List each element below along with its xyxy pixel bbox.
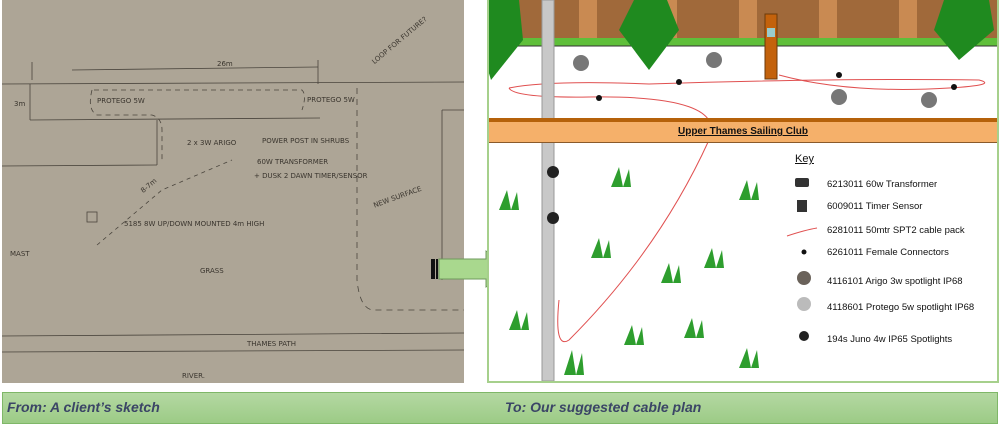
key-title: Key: [795, 153, 814, 165]
cable-plan: Upper Thames Sailing Club Key 6213011 60…: [487, 0, 999, 383]
plan-drawing: [489, 0, 997, 381]
mast-pole: [541, 0, 555, 381]
key-item-cable: 6281011 50mtr SPT2 cable pack: [827, 225, 965, 236]
note-loop: LOOP FOR FUTURE?: [370, 15, 428, 66]
client-sketch-photo: 26m 3m PROTEGO 5W PROTEGO 5W LOOP FOR FU…: [2, 0, 464, 383]
note-protego-left: PROTEGO 5W: [97, 97, 145, 105]
note-transformer: 60W TRANSFORMER: [257, 158, 328, 166]
note-path: THAMES PATH: [246, 340, 296, 348]
cable-icon: [786, 227, 818, 237]
timer-sensor-icon: [797, 200, 807, 212]
caption-from: From: A client’s sketch: [7, 399, 160, 415]
key-item-connectors: 6261011 Female Connectors: [827, 247, 949, 258]
note-mast: MAST: [10, 250, 30, 258]
note-arigo: 2 x 3W ARIGO: [187, 139, 237, 147]
spotlight-icon: [547, 52, 937, 224]
note-distance: 8-7m: [139, 177, 158, 195]
sketch-drawing: 26m 3m PROTEGO 5W PROTEGO 5W LOOP FOR FU…: [2, 15, 464, 380]
connector-icon: [801, 249, 807, 255]
note-river: RIVER.: [182, 372, 205, 380]
tree-icon: [489, 0, 994, 80]
note-power-post: POWER POST IN SHRUBS: [262, 137, 350, 145]
note-timer: + DUSK 2 DAWN TIMER/SENSOR: [254, 172, 368, 180]
caption-to: To: Our suggested cable plan: [505, 399, 702, 415]
key-item-protego: 4118601 Protego 5w spotlight IP68: [827, 302, 975, 313]
note-depth: 3m: [14, 100, 25, 108]
connector-icon: [596, 72, 957, 101]
key-item-transformer: 6213011 60w Transformer: [827, 179, 938, 190]
note-new-surface: NEW SURFACE: [372, 185, 422, 210]
key-item-juno: 194s Juno 4w IP65 Spotlights: [827, 334, 953, 345]
note-spot: 5185 8W UP/DOWN MOUNTED 4m HIGH: [124, 220, 264, 228]
caption-bar: From: A client’s sketch To: Our suggeste…: [2, 392, 998, 424]
transformer-icon: [795, 178, 809, 187]
timer-sensor-icon: [767, 28, 775, 37]
club-banner: Upper Thames Sailing Club: [489, 118, 997, 143]
power-post: [764, 13, 778, 80]
arigo-spotlight-icon: [797, 271, 811, 285]
note-protego-right: PROTEGO 5W: [307, 96, 355, 104]
grass-tuft-icon: [499, 167, 759, 375]
note-grass: GRASS: [200, 267, 224, 275]
key-item-timer: 6009011 Timer Sensor: [827, 201, 923, 212]
note-width: 26m: [217, 60, 233, 68]
protego-spotlight-icon: [797, 297, 811, 311]
key-item-arigo: 4116101 Arigo 3w spotlight IP68: [827, 276, 963, 287]
juno-spotlight-icon: [799, 331, 809, 341]
